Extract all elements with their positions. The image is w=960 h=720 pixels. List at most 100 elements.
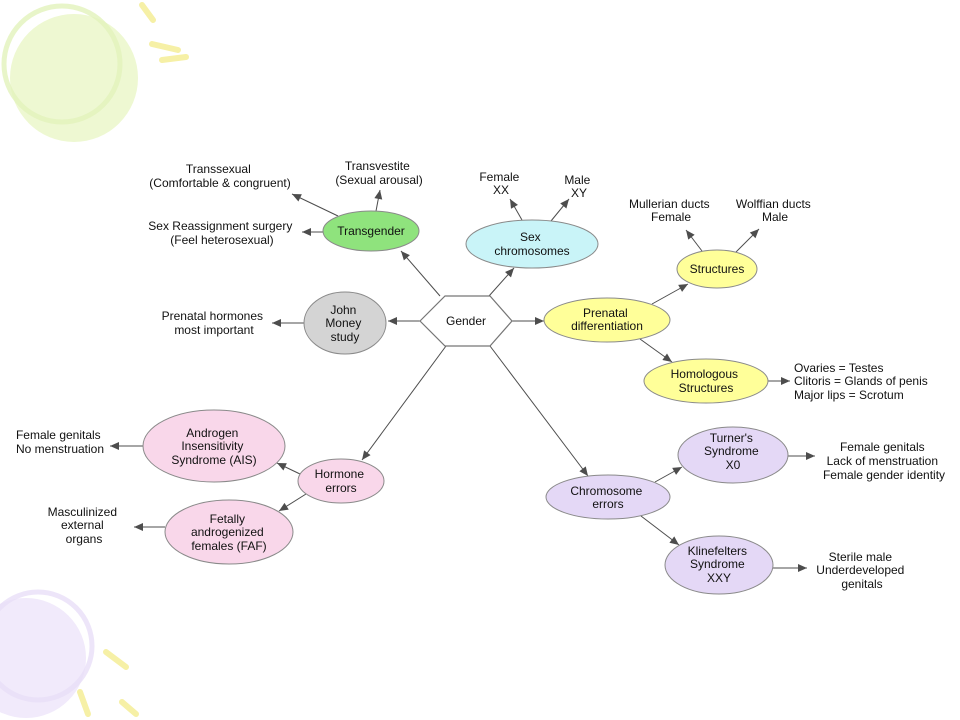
- edge-gender-to-john-money-arrowhead: [388, 317, 397, 325]
- node-turners-label: Turner's Syndrome X0: [704, 431, 762, 472]
- label-homologous-pairs-line: Clitoris = Glands of penis: [794, 374, 928, 388]
- label-homologous-pairs: Ovaries = Testes Clitoris = Glands of pe…: [794, 361, 931, 402]
- edge-prenatal-to-structures-arrowhead: [678, 284, 688, 292]
- node-homologous-structures: Homologous Structures: [643, 358, 769, 404]
- label-sex-reassignment: Sex Reassignment surgery (Feel heterosex…: [148, 219, 295, 247]
- node-homologous-structures-shape: [643, 358, 769, 404]
- yellow-ray-decoration: [119, 699, 139, 717]
- edge-prenatal-to-homologous-arrowhead: [662, 353, 672, 362]
- edge-gender-to-chromosome-errors-arrowhead: [579, 466, 588, 476]
- label-wolffian-line: Wolffian ducts: [736, 197, 811, 211]
- yellow-ray-decoration: [77, 689, 91, 717]
- node-faf-line: females (FAF): [191, 539, 266, 553]
- node-turners: Turner's Syndrome X0: [677, 426, 789, 484]
- node-john-money-line: Money: [325, 316, 361, 330]
- label-male-xy: Male XY: [564, 173, 593, 200]
- label-klinefelter-effects-line: genitals: [841, 577, 882, 591]
- yellow-ray-decoration: [139, 2, 156, 23]
- label-female-xx: Female XX: [479, 170, 522, 197]
- label-turner-effects-line: Female genitals: [840, 440, 925, 454]
- node-turners-shape: [677, 426, 789, 484]
- yellow-ray-decoration: [103, 649, 129, 670]
- node-homologous-structures-line: Structures: [679, 381, 734, 395]
- label-sex-reassignment-line: Sex Reassignment surgery: [148, 219, 292, 233]
- node-faf: Fetally androgenized females (FAF): [164, 499, 294, 565]
- node-ais-shape: [142, 409, 286, 483]
- node-ais-line: Insensitivity: [181, 439, 243, 453]
- edge-chromosome-errors-to-klinefelters-arrowhead: [669, 536, 679, 545]
- label-turner-effects: Female genitals Lack of menstruation Fem…: [823, 440, 945, 482]
- label-wolffian-line: Male: [762, 210, 788, 224]
- edge-faf-to-effects-arrowhead: [134, 523, 143, 531]
- label-homologous-pairs-line: Major lips = Scrotum: [794, 388, 904, 402]
- edge-ais-to-effects-arrowhead: [110, 442, 119, 450]
- edge-gender-to-hormone-errors: [361, 345, 447, 461]
- edge-gender-to-chromosome-errors: [489, 345, 589, 477]
- lavender-balloon-decoration: [0, 598, 86, 718]
- edge-john-money-to-prenatal-hormones-arrowhead: [272, 319, 281, 327]
- label-faf-effects: Masculinized external organs: [48, 505, 121, 546]
- node-sex-chromosomes-shape: [465, 219, 599, 269]
- node-john-money: John Money study: [303, 291, 387, 355]
- edge-transgender-to-sex-reassignment-arrowhead: [302, 228, 311, 236]
- label-transvestite: Transvestite (Sexual arousal): [335, 159, 422, 187]
- edge-klinefelters-to-effects-arrowhead: [798, 564, 807, 572]
- label-female-xx-line: XX: [493, 183, 509, 197]
- node-klinefelters-line: Syndrome: [690, 557, 745, 571]
- node-klinefelters-label: Klinefelters Syndrome XXY: [688, 544, 751, 585]
- edge-transgender-to-transvestite-arrowhead: [374, 190, 383, 200]
- label-prenatal-hormones: Prenatal hormones most important: [162, 309, 267, 337]
- green-balloon-decoration: [10, 14, 138, 142]
- node-john-money-line: John: [330, 303, 356, 317]
- edge-transgender-to-transsexual-arrowhead: [292, 194, 302, 202]
- node-hormone-errors: Hormone errors: [297, 458, 385, 504]
- edge-gender-to-hormone-errors-arrowhead: [362, 450, 371, 460]
- node-turners-line: Syndrome: [704, 444, 759, 458]
- node-faf-line: androgenized: [191, 525, 264, 539]
- edge-gender-to-transgender: [400, 250, 441, 297]
- edges: [110, 189, 815, 572]
- edge-structures-to-mullerian-arrowhead: [686, 230, 695, 240]
- node-homologous-structures-label: Homologous Structures: [671, 367, 742, 395]
- label-ais-effects-line: No menstruation: [16, 442, 104, 456]
- node-ais-line: Androgen: [186, 426, 238, 440]
- node-faf-line: Fetally: [210, 512, 245, 526]
- node-transgender-line: Transgender: [337, 224, 405, 238]
- node-transgender-label: Transgender: [337, 224, 405, 238]
- node-klinefelters: Klinefelters Syndrome XXY: [664, 535, 774, 595]
- edge-sex-chromosomes-to-female-xx-arrowhead: [510, 199, 518, 209]
- label-klinefelter-effects-line: Sterile male: [829, 550, 893, 564]
- node-hormone-errors-line: errors: [325, 481, 356, 495]
- node-chromosome-errors-label: Chromosome errors: [570, 484, 645, 511]
- edge-hormone-errors-to-ais-arrowhead: [277, 463, 287, 471]
- label-transsexual: Transsexual (Comfortable & congruent): [149, 162, 290, 190]
- label-transvestite-line: Transvestite: [345, 159, 410, 173]
- node-turners-line: X0: [726, 458, 741, 472]
- label-klinefelter-effects-line: Underdeveloped: [816, 563, 904, 577]
- node-hormone-errors-label: Hormone errors: [315, 467, 368, 495]
- node-chromosome-errors-line: Chromosome: [570, 484, 642, 498]
- label-wolffian: Wolffian ducts Male: [736, 197, 814, 224]
- label-prenatal-hormones-line: most important: [174, 323, 254, 337]
- label-transvestite-line: (Sexual arousal): [335, 173, 422, 187]
- node-prenatal-differentiation-line: Prenatal: [583, 306, 628, 320]
- node-transgender-shape: [322, 210, 420, 252]
- node-hormone-errors-shape: [297, 458, 385, 504]
- green-balloon-ring-decoration: [1, 3, 123, 125]
- label-male-xy-line: Male: [564, 173, 590, 187]
- node-homologous-structures-line: Homologous: [671, 367, 738, 381]
- node-prenatal-differentiation-shape: [543, 297, 671, 343]
- node-sex-chromosomes-label: Sex chromosomes: [494, 230, 569, 258]
- center-node-line: Gender: [446, 314, 486, 328]
- node-prenatal-differentiation-label: Prenatal differentiation: [571, 306, 643, 333]
- yellow-ray-decoration: [149, 41, 181, 53]
- edge-structures-to-wolffian-arrowhead: [749, 229, 759, 239]
- edge-gender-to-prenatal-differentiation-arrowhead: [535, 317, 544, 325]
- node-chromosome-errors-shape: [545, 474, 671, 520]
- node-hormone-errors-line: Hormone: [315, 467, 365, 481]
- node-john-money-shape: [303, 291, 387, 355]
- node-turners-line: Turner's: [710, 431, 753, 445]
- label-ais-effects: Female genitals No menstruation: [16, 428, 104, 456]
- node-klinefelters-line: XXY: [707, 571, 731, 585]
